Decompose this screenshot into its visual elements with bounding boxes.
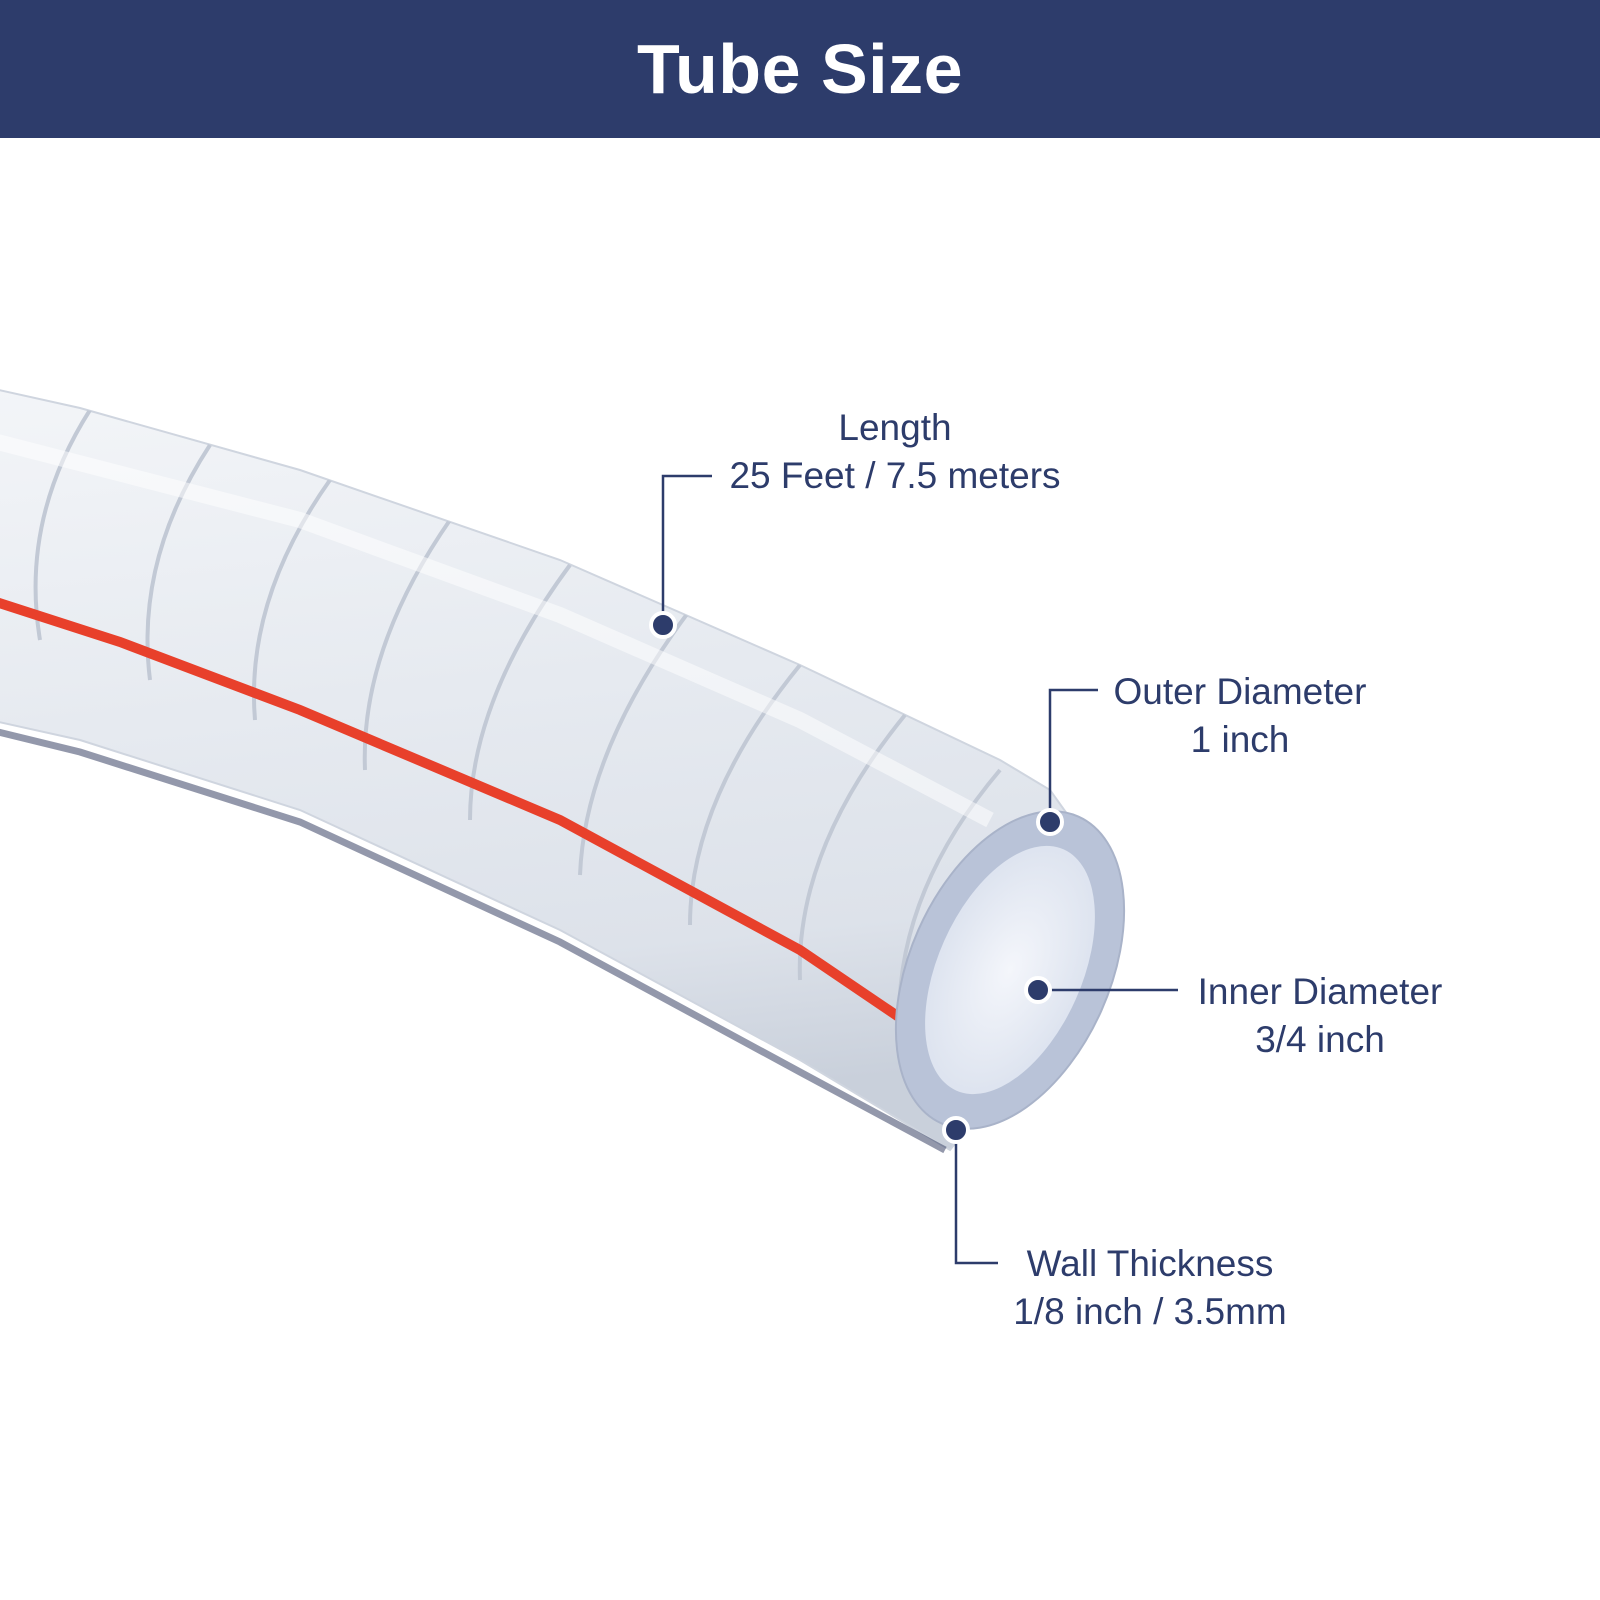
outer-diameter-leader	[1048, 688, 1098, 822]
wall-thickness-leader	[954, 1130, 998, 1265]
inner-diameter-marker	[1024, 976, 1052, 1004]
length-value: 25 Feet / 7.5 meters	[729, 455, 1061, 496]
wall-thickness-marker	[942, 1116, 970, 1144]
inner-diameter-title: Inner Diameter	[1197, 971, 1443, 1012]
hose-body	[0, 389, 1102, 1154]
outer-diameter-marker	[1036, 808, 1064, 836]
length-leader	[661, 474, 712, 625]
wall-thickness-title: Wall Thickness	[1026, 1243, 1274, 1284]
inner-diameter-label: Inner Diameter 3/4 inch	[1180, 968, 1460, 1064]
page-title: Tube Size	[636, 30, 964, 108]
wall-thickness-value: 1/8 inch / 3.5mm	[1013, 1291, 1287, 1332]
outer-diameter-label: Outer Diameter 1 inch	[1090, 668, 1390, 764]
outer-diameter-title: Outer Diameter	[1113, 671, 1367, 712]
callout-markers	[649, 611, 1064, 1144]
length-label: Length 25 Feet / 7.5 meters	[695, 404, 1095, 500]
header-banner: Tube Size	[0, 0, 1600, 138]
callout-leaders	[661, 474, 1178, 1265]
red-stripe	[0, 597, 923, 1035]
inner-diameter-value: 3/4 inch	[1255, 1019, 1385, 1060]
outer-diameter-value: 1 inch	[1190, 719, 1290, 760]
wall-thickness-label: Wall Thickness 1/8 inch / 3.5mm	[1000, 1240, 1300, 1336]
length-marker	[649, 611, 677, 639]
hose-end-cross-section	[894, 810, 1126, 1130]
length-title: Length	[838, 407, 952, 448]
